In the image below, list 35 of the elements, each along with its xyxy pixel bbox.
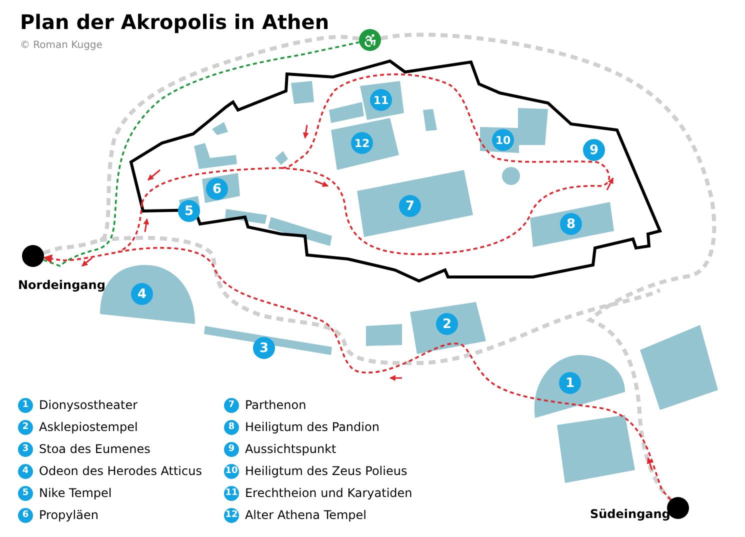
number-marker: 5 xyxy=(178,200,200,222)
legend-text: Dionysostheater xyxy=(39,397,138,414)
legend-text: Alter Athena Tempel xyxy=(244,507,367,524)
map-title: Plan der Akropolis in Athen xyxy=(20,10,330,35)
credit-text: © Roman Kugge xyxy=(20,39,102,53)
legend-text: Heiligtum des Zeus Polieus xyxy=(244,463,408,480)
wheelchair-access-marker xyxy=(359,29,381,51)
legend-number-marker: 5 xyxy=(18,486,33,500)
legend-text: Parthenon xyxy=(244,397,306,414)
legend-text: Odeon des Herodes Atticus xyxy=(39,463,202,480)
walking-route xyxy=(43,246,672,500)
legend-text: Asklepiostempel xyxy=(39,419,138,436)
legend-text: Aussichtspunkt xyxy=(244,441,336,458)
number-marker: 3 xyxy=(253,337,275,359)
entrance-label: Südeingang xyxy=(590,506,670,523)
legend-number-marker: 4 xyxy=(18,464,33,478)
legend-number-marker: 10 xyxy=(224,464,239,478)
legend-number-marker: 9 xyxy=(224,442,239,456)
legend-text: Erechtheion und Karyatiden xyxy=(244,485,412,502)
legend-number-marker: 12 xyxy=(224,508,239,522)
legend-number-marker: 11 xyxy=(224,486,239,500)
legend-number-marker: 1 xyxy=(18,398,33,412)
legend-text: Heiligtum des Pandion xyxy=(244,419,380,436)
legend-text: Nike Tempel xyxy=(39,485,112,502)
entrance-label: Nordeingang xyxy=(18,277,106,294)
entrance-marker xyxy=(22,245,44,267)
legend-number-marker: 2 xyxy=(18,420,33,434)
number-marker: 9 xyxy=(583,139,605,161)
legend-number-marker: 3 xyxy=(18,442,33,456)
legend-text: Propyläen xyxy=(39,507,98,524)
walking-route xyxy=(380,32,716,502)
legend-number-marker: 7 xyxy=(224,398,239,412)
legend-number-marker: 6 xyxy=(18,508,33,522)
legend-number-marker: 8 xyxy=(224,420,239,434)
legend-text: Stoa des Eumenes xyxy=(39,441,150,458)
